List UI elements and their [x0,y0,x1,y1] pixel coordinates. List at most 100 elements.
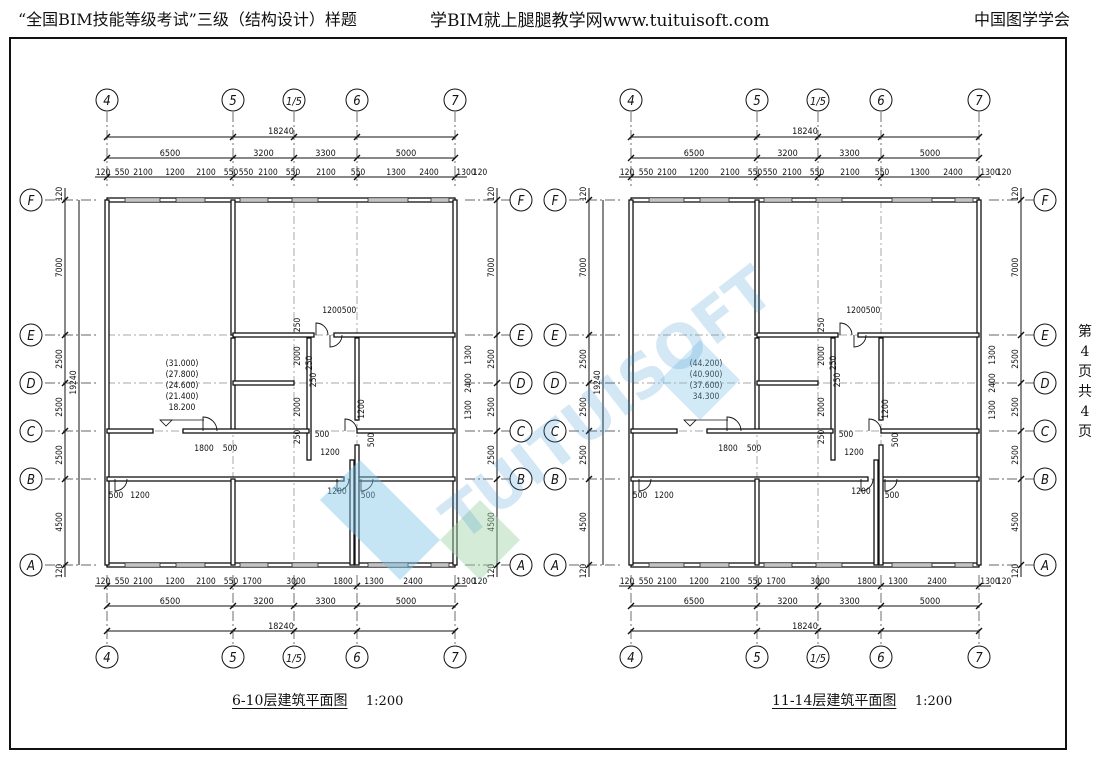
door-swing [860,478,874,492]
dimension-tick [877,173,885,181]
page-note-char: 4 [1080,404,1090,420]
dimension-detail: 550 [639,577,654,587]
axis-label-x: 4 [627,651,634,666]
room-dimension: 250 [817,430,827,445]
plan-left-title: 6-10层建筑平面图 1:200 [232,690,403,710]
wall [230,478,236,566]
dimension-tick [353,154,361,162]
dimension-tick [1017,427,1025,435]
wall [873,459,879,566]
plan-left-title-text: 6-10层建筑平面图 [232,693,348,709]
dimension-tick [975,154,983,162]
wall [830,337,836,461]
dimension-detail: 3000 [810,577,830,587]
axis-bubble [221,645,245,669]
room-dimension: 2000 [817,346,827,366]
room-dimension: 1200 [320,448,340,458]
wall [232,332,315,338]
dimension-tick [975,133,983,141]
room-dimension: 1200 [881,399,891,419]
door-swing [114,478,128,492]
axis-bubble [619,88,643,112]
axis-bubble [509,323,533,347]
dimension-detail: 550 [763,168,778,178]
dimension-bay: 5000 [396,149,417,159]
room-dimension: 500 [361,491,376,501]
dimension-detail: 550 [639,168,654,178]
axis-label-y: E [551,329,559,344]
dimension-tick [61,196,69,204]
axis-bubble [282,645,306,669]
dimension-detail: 2100 [196,168,216,178]
axis-label-y: D [26,377,35,392]
page-number-note: 第 4 页 共 4 页 [1075,322,1095,442]
dimension-detail: 1300 [888,577,908,587]
page-note-char: 页 [1078,424,1092,440]
axis-label-y: F [552,194,559,209]
axis-bubble [443,88,467,112]
room-dimension: 1200 [327,487,347,497]
dimension-tick [290,627,298,635]
dimension-tick [353,627,361,635]
dimension-window: 1300 [464,345,474,365]
axis-label-x: 5 [753,651,760,666]
dimension-detail: 2100 [782,168,802,178]
dimension-vertical: 2500 [1011,445,1021,465]
dimension-vertical: 2500 [579,349,589,369]
wall [182,428,310,434]
dimension-detail: 3000 [286,577,306,587]
dimension-detail: 1800 [857,577,877,587]
dimension-tick [229,627,237,635]
floor-elevation: (27.800) [166,370,199,380]
plan-right-title-text: 11-14层建筑平面图 [772,693,897,709]
wall [857,332,980,338]
dimension-tick [451,627,459,635]
dimension-tick [1017,475,1025,483]
dimension-vertical: 7000 [55,258,65,278]
dimension-detail: 1200 [689,168,709,178]
dimension-detail: 2100 [133,577,153,587]
axis-bubble [95,645,119,669]
axis-bubble [19,323,43,347]
room-dimension: 500 [315,430,330,440]
dimension-tick [975,627,983,635]
axis-label-x: 1/5 [810,652,826,665]
axis-label-x: 6 [877,651,884,666]
room-dimension: 1200 [322,306,342,316]
axis-bubble [19,371,43,395]
axis-label-x: 5 [753,94,760,109]
dimension-detail: 120 [96,168,111,178]
dimension-vertical: 7000 [579,258,589,278]
dimension-tick [975,602,983,610]
dimension-tick [975,582,983,590]
dimension-vertical: 2500 [55,349,65,369]
axis-label-y: C [27,425,36,440]
dimension-tick [229,133,237,141]
room-dimension: 1800 [194,444,214,454]
dimension-tick [814,582,822,590]
page-note-char: 页 [1078,364,1092,380]
dimension-total: 18240 [268,127,294,137]
axis-label-y: C [551,425,560,440]
axis-label-y: A [26,559,35,574]
wall [880,428,980,434]
axis-label-y: C [517,425,526,440]
dimension-vertical: 7000 [1011,258,1021,278]
axis-label-x: 7 [975,651,983,666]
dimension-bay: 3200 [777,597,798,607]
wall [354,337,360,421]
axis-bubble [19,419,43,443]
dimension-detail: 1200 [165,577,185,587]
axis-label-x: 6 [353,651,360,666]
dimension-tick [493,427,501,435]
header-left-title: “全国BIM技能等级考试”三级（结构设计）样题 [18,10,357,29]
dimension-tick [451,173,459,181]
dimension-tick [103,173,111,181]
axis-bubble [509,467,533,491]
axis-label-y: F [28,194,35,209]
wall [706,428,834,434]
dimension-detail: 2100 [840,168,860,178]
plan-left-scale: 1:200 [365,694,404,709]
axis-bubble [282,88,306,112]
elevation-marker [683,419,697,427]
